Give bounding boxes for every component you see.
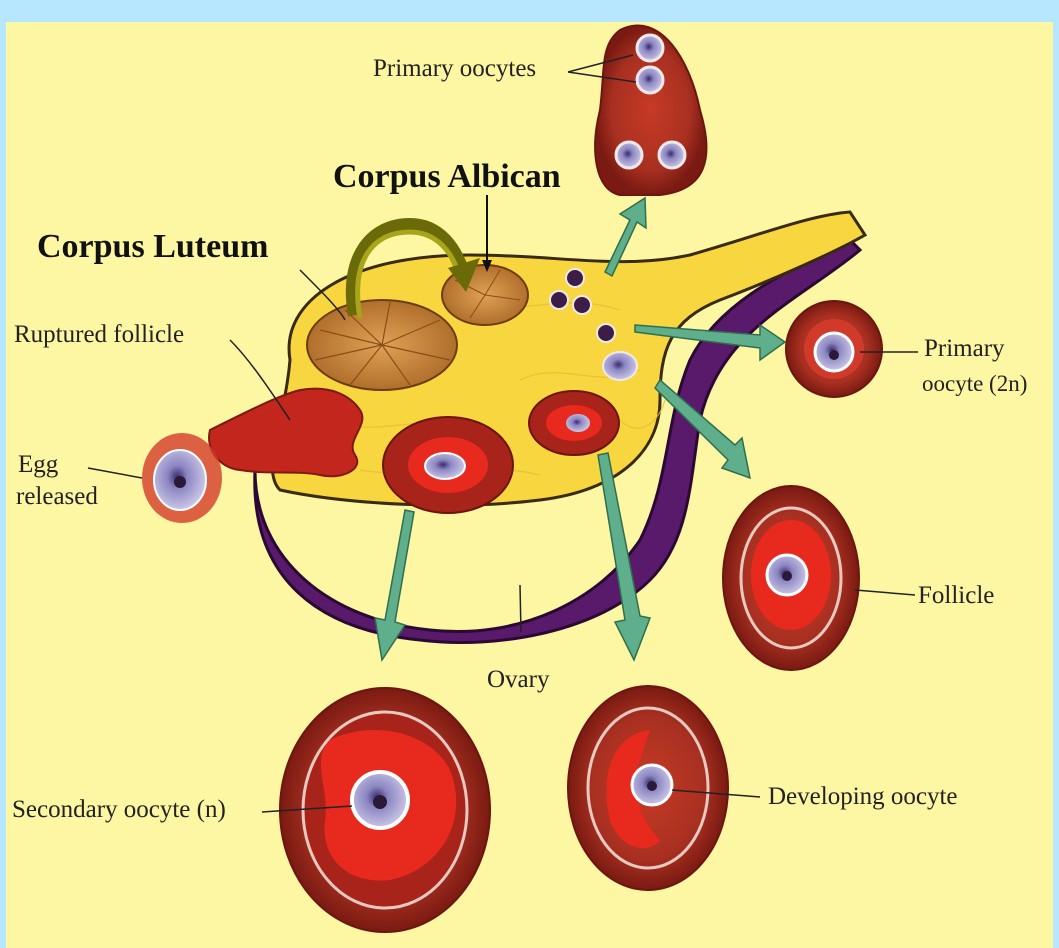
primary-oocytes-cluster [595, 25, 706, 195]
primary-oocyte-follicle [786, 301, 882, 397]
label-corpus-albican: Corpus Albican [333, 160, 561, 194]
primary-oocyte-cell [616, 142, 642, 168]
label-follicle: Follicle [918, 583, 994, 608]
label-egg: Egg [18, 452, 58, 477]
developing-oocyte-follicle [568, 686, 728, 890]
label-primary-oocytes: Primary oocytes [373, 56, 536, 81]
label-ruptured-follicle: Ruptured follicle [14, 322, 184, 347]
label-secondary-oocyte: Secondary oocyte (n) [12, 797, 226, 822]
primary-oocyte-cell [637, 67, 663, 93]
label-developing-oocyte: Developing oocyte [768, 784, 958, 809]
label-ovary: Ovary [487, 667, 549, 692]
label-corpus-luteum: Corpus Luteum [37, 230, 268, 264]
label-primary: Primary [924, 336, 1005, 361]
follicle-right [723, 486, 859, 670]
label-released: released [16, 484, 98, 509]
secondary-oocyte-follicle [280, 688, 490, 932]
primary-oocyte-cell [659, 142, 685, 168]
primary-oocyte-cell [637, 35, 663, 61]
ruptured-follicle [209, 389, 362, 477]
label-oocyte-2n: oocyte (2n) [922, 372, 1027, 395]
